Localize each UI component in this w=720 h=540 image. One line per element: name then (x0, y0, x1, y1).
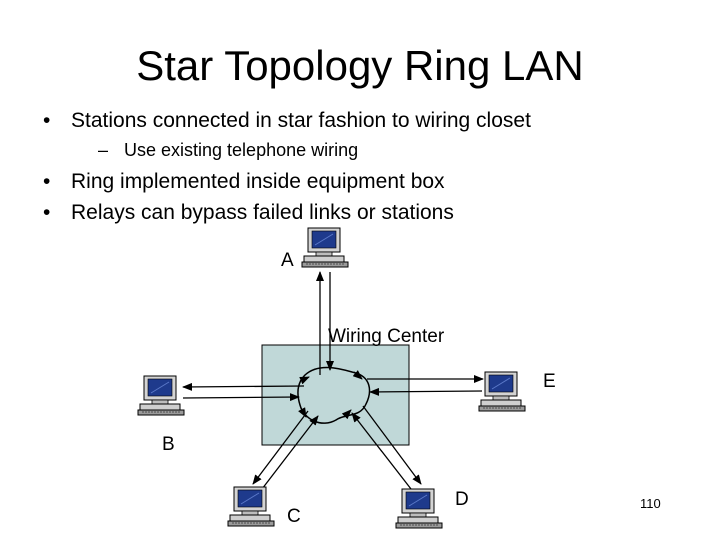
link-b (182, 382, 305, 402)
bullet-text: Ring implemented inside equipment box (71, 170, 445, 193)
bullet-text: Stations connected in star fashion to wi… (71, 109, 531, 132)
bullet-marker: • (43, 170, 51, 193)
wiring-center-box (261, 344, 410, 446)
station-label-a: A (281, 250, 294, 271)
sub-bullet-item-1: –Use existing telephone wiring (98, 139, 358, 161)
wiring-center-label: Wiring Center (328, 326, 445, 347)
bullet-marker: • (43, 201, 51, 224)
bullet-text: Relays can bypass failed links or statio… (71, 201, 454, 224)
link-e (367, 375, 484, 396)
bullet-item-1: • Stations connected in star fashion to w… (43, 108, 531, 134)
link-a (316, 271, 334, 375)
station-b-computer-icon (137, 375, 185, 416)
sub-bullet-text: Use existing telephone wiring (124, 140, 359, 160)
station-label-e: E (543, 371, 556, 392)
station-a-computer-icon (301, 227, 349, 268)
sub-bullet-marker: – (98, 140, 109, 160)
bullet-marker: • (43, 109, 51, 132)
station-c-computer-icon (227, 486, 275, 527)
page-number: 110 (640, 496, 661, 511)
link-c (252, 410, 319, 490)
station-label-c: C (287, 506, 301, 527)
station-e-computer-icon (478, 371, 526, 412)
link-d (351, 405, 422, 490)
station-label-b: B (162, 434, 175, 455)
bullet-item-2: • Ring implemented inside equipment box (43, 169, 445, 195)
bullet-item-3: • Relays can bypass failed links or stati… (43, 200, 454, 226)
slide-title: Star Topology Ring LAN (136, 42, 584, 89)
station-d-computer-icon (395, 488, 443, 529)
station-label-d: D (455, 489, 469, 510)
